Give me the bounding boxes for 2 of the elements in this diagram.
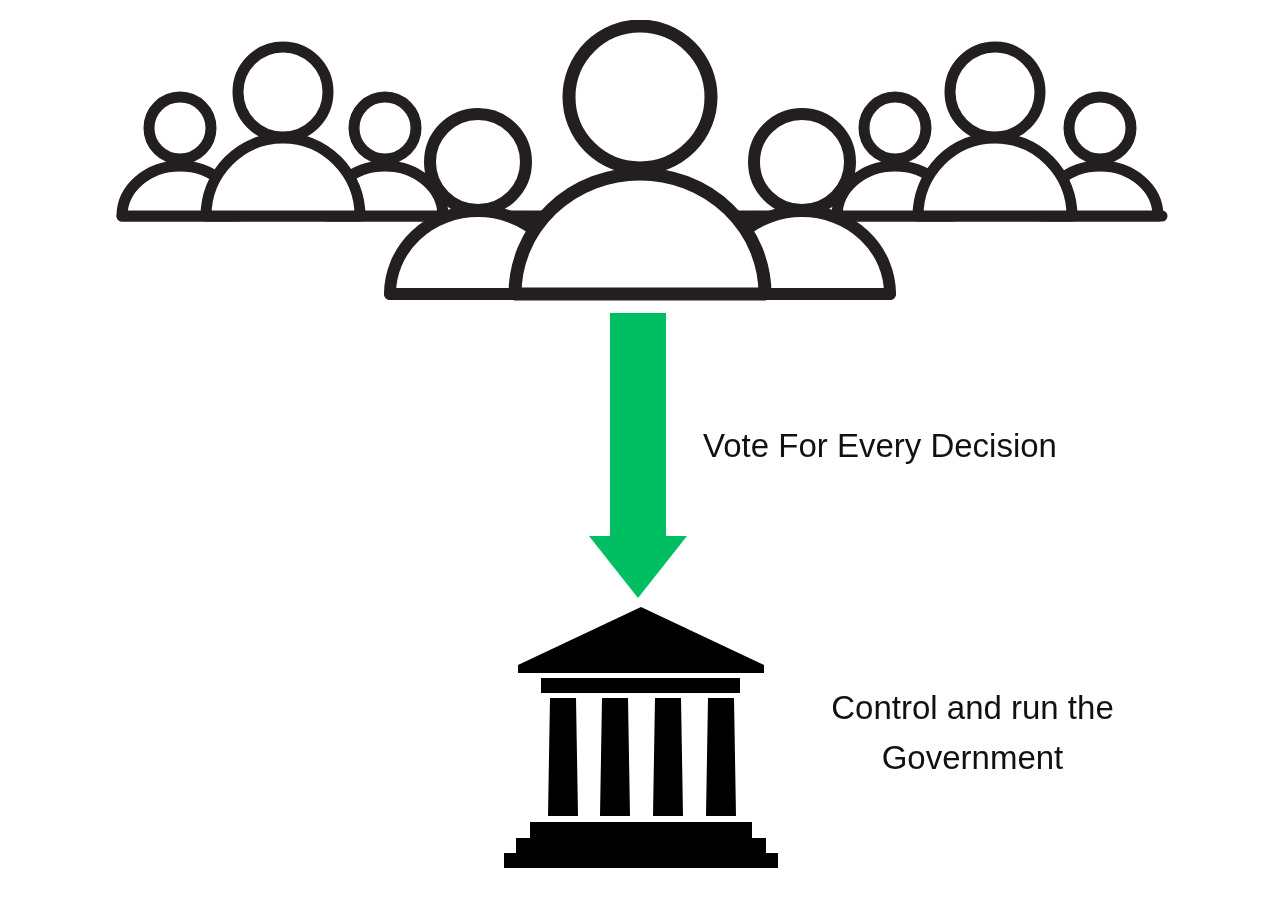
node-caption: Control and run the Government — [830, 688, 1115, 778]
arrow — [589, 313, 687, 598]
